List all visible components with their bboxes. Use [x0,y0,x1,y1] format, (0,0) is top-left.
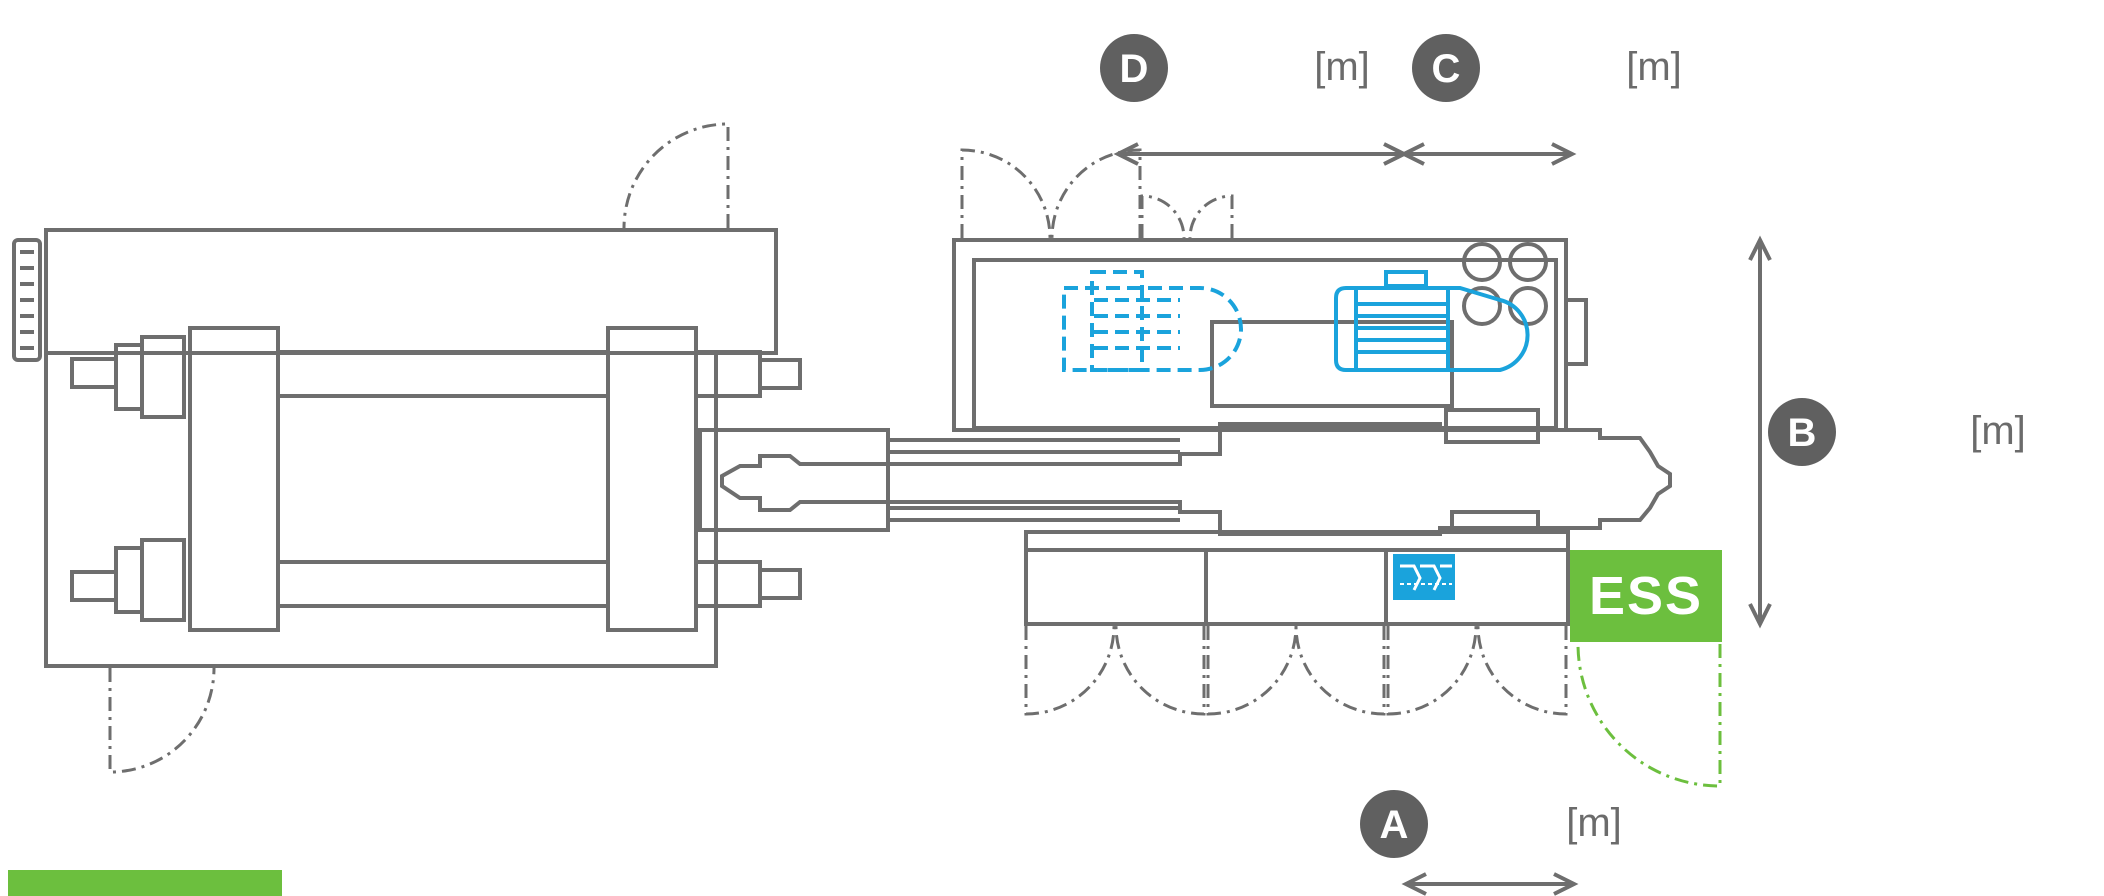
badge-d-letter: D [1120,47,1149,91]
unit-a: [m] [1566,801,1622,845]
dimension-b [1748,235,1772,629]
unit-d: [m] [1314,45,1370,89]
control-cabinet-row [1024,530,1570,716]
cabinet-door-5 [1386,625,1478,716]
tie-bar-top [276,350,610,398]
cabinet-door-1 [1024,625,1116,716]
safety-door-bottom [108,667,216,774]
badge-d [1100,34,1168,102]
moving-platen [188,326,280,632]
barrel [720,422,1672,536]
dimension-d [1113,142,1409,166]
label-b: B [m] [1768,398,2026,466]
fixed-platen [606,326,698,632]
badge-b [1768,398,1836,466]
badge-c-letter: C [1432,47,1461,91]
label-c: C [m] [1412,34,1682,102]
cabinet-door-4 [1294,625,1386,716]
power-unit-frame [952,238,1568,432]
badge-c [1412,34,1480,102]
clamping-unit [12,122,802,774]
cabinet-door-2 [1114,625,1206,716]
pump-icon [1062,270,1243,372]
dimension-c [1399,142,1577,166]
cabinet-frame [1024,530,1570,626]
safety-door-top [622,122,730,229]
ess-logo-box [1570,550,1722,642]
service-door-top-4 [1188,194,1234,239]
disconnect-switch-icon [1393,554,1455,600]
ess-door [1576,643,1722,788]
power-unit-inner [972,258,1558,430]
rear-platen [140,335,186,419]
service-door-top-2 [1050,148,1142,239]
green-accent-bar [8,870,282,896]
cabinet-door-3 [1206,625,1298,716]
label-d: D [m] [1100,34,1370,102]
clamp-frame [44,228,778,355]
heat-exchanger-icon [12,238,42,362]
unit-b: [m] [1970,409,2026,453]
ess-logo-text: ESS [1589,566,1703,626]
label-a: A [m] [1360,790,1622,858]
tie-bar-bottom [276,560,610,608]
badge-a-letter: A [1380,803,1409,847]
unit-c: [m] [1626,45,1682,89]
ess-module: ESS [1570,550,1722,788]
service-door-top-1 [960,148,1052,239]
motor-icon [1334,270,1530,372]
badge-b-letter: B [1788,411,1817,455]
cabinet-door-6 [1476,625,1568,716]
badge-a [1360,790,1428,858]
dimension-a [1401,872,1579,896]
service-door-top-3 [1140,194,1186,239]
injection-rail [698,428,890,532]
injection-unit [698,148,1672,536]
